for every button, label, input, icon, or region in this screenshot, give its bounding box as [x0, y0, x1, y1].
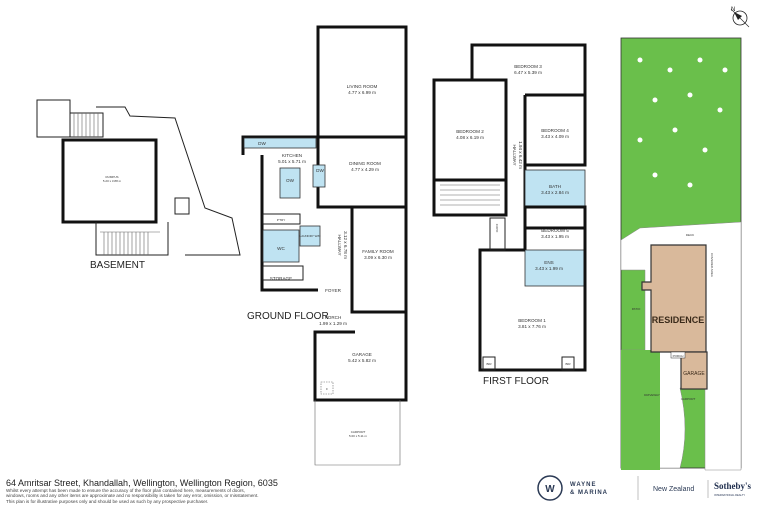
room-name: BEDROOM 1 [518, 318, 546, 323]
room-size: 1.94 x 6.42 m [518, 141, 523, 169]
room-name: RUMPUS [105, 175, 118, 179]
brand-name: Sotheby's [714, 481, 752, 491]
first-floor-plan: BEDROOM 3 6.47 x 5.39 m BEDROOM 2 4.08 x… [432, 43, 587, 387]
fixture-label: BIR [486, 362, 492, 366]
compass-label: N [731, 7, 735, 13]
residence-label: RESIDENCE [652, 315, 705, 325]
fixture-label: FOYER [325, 288, 342, 293]
room-name: DINING ROOM [349, 161, 381, 166]
property-address: 64 Amritsar Street, Khandallah, Wellingt… [6, 478, 278, 488]
fixture-label: STORAGE [270, 276, 292, 281]
room-size: 5.42 x 5.82 m [348, 358, 376, 363]
tree-dots [637, 57, 728, 188]
room-size: 4.77 x 6.99 m [348, 90, 376, 95]
room-size: 3.43 x 2.84 m [541, 190, 569, 195]
brand-region: New Zealand [653, 486, 694, 493]
floor-label-ground: GROUND FLOOR [247, 311, 329, 322]
room-size: 3.43 x 4.09 m [541, 134, 569, 139]
room-name: PORCH [325, 315, 342, 320]
room-size: 3.81 x 7.76 m [518, 324, 546, 329]
branding: W WAYNE & MARINA New Zealand Sotheby's I… [530, 472, 768, 504]
room-name: GARAGE [352, 352, 372, 357]
north-arrow-icon: N [730, 7, 750, 28]
footer: 64 Amritsar Street, Khandallah, Wellingt… [6, 478, 506, 504]
room-name: LIVING ROOM [347, 84, 378, 89]
disclaimer-line: This plan is for illustrative purposes o… [6, 498, 209, 504]
room-size: 3.43 x 1.95 m [541, 234, 569, 239]
room-name: CARPORT [351, 430, 366, 434]
room-size: 5.01 x 5.71 m [278, 159, 306, 164]
disclaimer-line: Whilst every attempt has been made to en… [6, 488, 246, 493]
covered-area-label: COVERED AREA [710, 253, 714, 277]
room-name: BEDROOM 4 [541, 128, 569, 133]
fixture-label: LAUNDRY W/D [300, 234, 322, 238]
svg-text:W: W [545, 484, 555, 495]
room-name: FAMILY ROOM [362, 249, 394, 254]
room-size: 3.12 x 6.78 m [343, 231, 348, 259]
room-name: HALLWAY [512, 144, 517, 165]
fixture-label: F [326, 387, 328, 391]
room-size: 3.09 x 6.30 m [364, 255, 392, 260]
fixture-label: BIR [565, 362, 571, 366]
floor-label-first: FIRST FLOOR [483, 376, 549, 387]
fixture-label: OW [286, 178, 295, 183]
driveway-label: DRIVEWAY [644, 393, 660, 397]
ground-floor-plan: LIVING ROOM 4.77 x 6.99 m KITCHEN 5.01 x… [241, 25, 408, 466]
room-size: 5.00 x 5.11 m [349, 434, 367, 438]
room-name: HALLWAY [337, 234, 342, 255]
agent-name-line2: & MARINA [570, 490, 608, 496]
room-name: BEDROOM 5 [541, 228, 569, 233]
room-name: KITCHEN [282, 153, 302, 158]
room-name: BATH [549, 184, 561, 189]
agent-name-line1: WAYNE [570, 482, 596, 488]
room-size: 6.47 x 5.39 m [514, 70, 542, 75]
room-name: BEDROOM 2 [456, 129, 484, 134]
room-size: 4.77 x 4.29 m [351, 167, 379, 172]
fixture-label: DW [316, 168, 324, 173]
fixture-label: CUPD [495, 224, 499, 233]
room-name: BEDROOM 3 [514, 64, 542, 69]
garage-label: GARAGE [683, 371, 705, 377]
room-size: 3.43 x 1.99 m [535, 266, 563, 271]
fixture-label: DW [258, 141, 266, 146]
fixture-label: P'TRY [277, 218, 286, 222]
basement-plan: RUMPUS 5.20 x 3.88 m BASEMENT [36, 99, 241, 271]
wayne-marina-logo: W WAYNE & MARINA New Zealand Sotheby's I… [537, 475, 752, 501]
room-name: ENS [544, 260, 553, 265]
disclaimer-line: windows, rooms and any other items are a… [6, 493, 259, 499]
room-size: 5.20 x 3.88 m [103, 179, 122, 183]
carport-label: CARPORT [681, 397, 696, 401]
porch-label: PORCH [673, 354, 684, 358]
floor-label-basement: BASEMENT [90, 260, 145, 271]
patio-label: PATIO [632, 307, 641, 311]
site-plan: RESIDENCE GARAGE PORCH DECK PATIO DRIVEW… [620, 37, 742, 471]
fixture-label: WC [277, 246, 285, 251]
brand-subtitle: INTERNATIONAL REALTY [714, 493, 745, 497]
room-size: 1.99 x 1.29 m [319, 321, 347, 326]
deck-label: DECK [686, 233, 694, 237]
room-size: 4.08 x 6.19 m [456, 135, 484, 140]
